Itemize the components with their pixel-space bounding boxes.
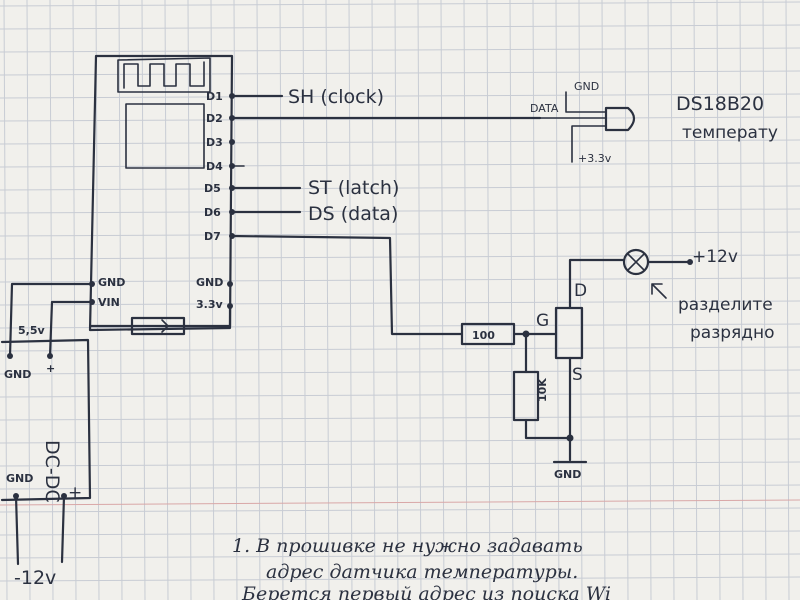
temperature-sensor: GND DATA +3.3v DS18B20 температу: [530, 80, 778, 165]
note-arrow-icon: [651, 283, 667, 299]
indicator-lamp: +12v разделите разрядно: [622, 247, 775, 343]
wire-gnd: [8, 282, 94, 358]
signal-ds-label: DS (data): [308, 203, 398, 225]
dcdc-in-gnd: GND: [6, 472, 33, 485]
mosfet-gnd-label: GND: [554, 468, 581, 481]
note-line-2: адрес датчика температуры.: [266, 561, 578, 583]
lamp-note-line2: разрядно: [690, 323, 775, 343]
sensor-data-label: DATA: [530, 102, 559, 115]
pin-d1-label: D1: [206, 90, 223, 103]
lamp-supply-label: +12v: [692, 247, 738, 267]
page-fold-line: [0, 499, 800, 506]
pin-gnd-left-label: GND: [98, 276, 125, 289]
pulldown-resistor-value: 10K: [536, 378, 549, 402]
dcdc-label: DC-DC: [41, 440, 63, 503]
mosfet-source-label: S: [572, 365, 583, 385]
diode: [130, 316, 186, 336]
note-line-3: Берется первый адрес из поиска Wi: [241, 583, 611, 600]
dcdc-out-plus: +: [46, 362, 55, 375]
mosfet-body: [554, 306, 584, 360]
sensor-vcc-label: +3.3v: [578, 152, 612, 165]
pin-d4-label: D4: [206, 160, 223, 173]
dcdc-in-plus: +: [68, 483, 82, 503]
dcdc-out-gnd: GND: [4, 368, 31, 381]
dcdc-out-voltage: 5,5v: [18, 324, 45, 337]
sensor-name-label: DS18B20: [676, 93, 764, 115]
mosfet-stage: 100 G D S 10K GND: [460, 258, 626, 481]
note-line-1: 1. В прошивке не нужно задавать: [232, 535, 583, 557]
signal-st-label: ST (latch): [308, 177, 399, 199]
pin-d5-label: D5: [204, 182, 221, 195]
mosfet-drain-label: D: [574, 281, 587, 301]
pin-3v3-label: 3.3v: [196, 298, 223, 311]
wire-vin: [48, 300, 94, 358]
sensor-desc-label: температу: [682, 123, 778, 143]
dcdc-box: [0, 338, 92, 502]
pin-vin-label: VIN: [98, 296, 120, 309]
pin-d7-label: D7: [204, 230, 221, 243]
antenna-trace: [123, 61, 205, 89]
signal-sh-label: SH (clock): [288, 86, 384, 108]
wire-d7-gate: [230, 234, 464, 336]
pin-d3-label: D3: [206, 136, 223, 149]
wire-3v3: [88, 304, 232, 328]
sensor-gnd-label: GND: [574, 80, 599, 93]
mosfet-gate-label: G: [536, 311, 549, 331]
dcdc-in-voltage: -12v: [14, 567, 56, 589]
firmware-notes: 1. В прошивке не нужно задавать адрес да…: [232, 535, 611, 600]
microcontroller-module: D1 D2 D3 D4 D5 D6 D7 GND 3.3v GND VIN: [88, 54, 235, 332]
power-supply: 5,5v GND + DC-DC GND + -12v: [0, 282, 232, 589]
lamp-note-line1: разделите: [678, 295, 773, 315]
pin-d6-label: D6: [204, 206, 221, 219]
module-shield: [125, 103, 205, 169]
gate-resistor-value: 100: [472, 329, 495, 342]
pin-gnd-right-label: GND: [196, 276, 223, 289]
pin-d2-label: D2: [206, 112, 223, 125]
